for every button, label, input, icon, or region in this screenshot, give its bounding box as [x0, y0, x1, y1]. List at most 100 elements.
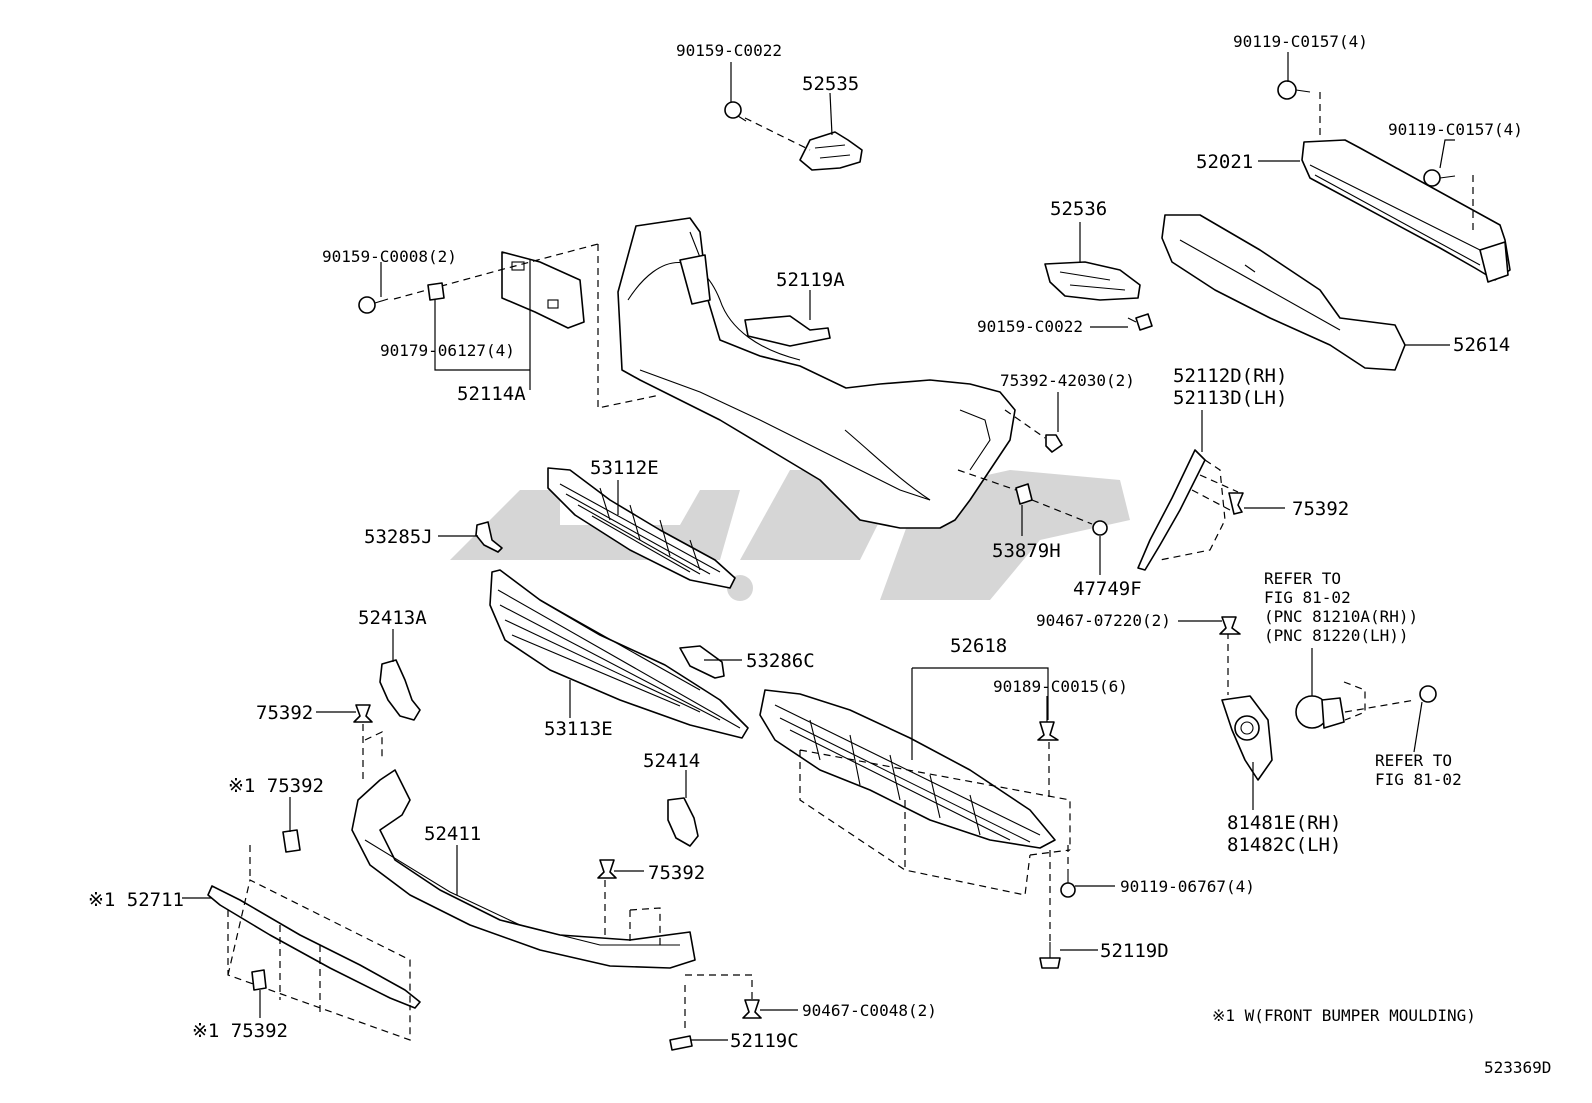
dash-52711 [227, 845, 411, 1041]
cover-53286c [679, 645, 725, 679]
screw-90159-c0022-mid [1127, 313, 1153, 331]
label-90119-06767: 90119-06767(4) [1120, 877, 1255, 896]
reinforcement-52021 [1301, 139, 1511, 283]
clip-90467-07220 [1219, 616, 1241, 635]
bracket-52535 [799, 131, 863, 171]
label-90189-c0015: 90189-C0015(6) [993, 677, 1128, 696]
label-53285j: 53285J [364, 526, 433, 548]
lead-52535 [744, 117, 811, 151]
footnote: ※1 W(FRONT BUMPER MOULDING) [1212, 1006, 1476, 1025]
label-90467-07220: 90467-07220(2) [1036, 611, 1171, 630]
screw-47749f [1092, 520, 1108, 536]
fog-lamp-bezel-81481e [1221, 695, 1273, 781]
label-52114a: 52114A [457, 383, 526, 405]
clip-75392-center [597, 859, 617, 879]
label-52021: 52021 [1196, 151, 1253, 173]
label-90467-c0048: 90467-C0048(2) [802, 1001, 937, 1020]
label-75392-x1-top: ※1 75392 [228, 775, 324, 797]
label-52113d: 52113D(LH) [1173, 387, 1287, 409]
clip-75392-left [353, 704, 373, 723]
label-90159-c0022-top: 90159-C0022 [676, 41, 782, 60]
label-75392-left: 75392 [256, 702, 313, 724]
label-75392-42030: 75392-42030(2) [1000, 371, 1135, 390]
label-90159-c0022-mid: 90159-C0022 [977, 317, 1083, 336]
label-52119c: 52119C [730, 1030, 799, 1052]
diagram-id: 523369D [1484, 1058, 1551, 1077]
refer2-line-1: REFER TO [1375, 751, 1452, 770]
part-labels: 90159-C0022 52535 90119-C0157(4) 90119-C… [88, 32, 1551, 1077]
bracket-52413a [379, 659, 421, 721]
refer-line-3: (PNC 81210A(RH)) [1264, 607, 1418, 626]
grille-53113e [489, 569, 749, 739]
dash-52112d [1159, 459, 1239, 561]
label-75392-right: 75392 [1292, 498, 1349, 520]
moulding-52711 [207, 885, 421, 1009]
retainer-52119c [669, 1035, 693, 1051]
license-bracket-52114a [501, 251, 585, 329]
bolt-90119-c0157-b [1423, 169, 1456, 187]
support-52618 [759, 689, 1056, 849]
label-53113e: 53113E [544, 718, 613, 740]
bumper-cover-52119a [617, 217, 1016, 529]
refer-line-1: REFER TO [1264, 569, 1341, 588]
label-52411: 52411 [424, 823, 481, 845]
dash-52411 [604, 880, 661, 945]
screw-90159-c0022-top [724, 101, 747, 122]
refer-line-4: (PNC 81220(LH)) [1264, 626, 1409, 645]
clip-90189-c0015 [1037, 721, 1059, 741]
label-90119-c0157-b: 90119-C0157(4) [1388, 120, 1523, 139]
bolt-52119d [1039, 942, 1061, 969]
dash-52119c [684, 974, 753, 1030]
label-52614: 52614 [1453, 334, 1510, 356]
label-90119-c0157-a: 90119-C0157(4) [1233, 32, 1368, 51]
label-81481e: 81481E(RH) [1227, 812, 1341, 834]
refer-line-2: FIG 81-02 [1264, 588, 1351, 607]
dash-75392-42030 [1004, 409, 1046, 439]
label-53879h: 53879H [992, 540, 1061, 562]
label-52535: 52535 [802, 73, 859, 95]
bracket-52536 [1044, 261, 1141, 301]
bracket-52414 [667, 797, 699, 847]
label-52413a: 52413A [358, 607, 427, 629]
label-90159-c0008: 90159-C0008(2) [322, 247, 457, 266]
refer2-line-2: FIG 81-02 [1375, 770, 1462, 789]
lower-bumper-52411 [351, 769, 696, 969]
clip-75392-x1-bottom [251, 969, 267, 991]
nut-90179-06127 [427, 282, 445, 301]
grille-53112e [547, 467, 736, 589]
bracket-53285j [475, 521, 503, 553]
fog-lamp-unit [1295, 695, 1345, 729]
clip-75392-42030 [1045, 434, 1063, 453]
clip-75392-right [1228, 492, 1244, 515]
label-90179-06127: 90179-06127(4) [380, 341, 515, 360]
label-52618: 52618 [950, 635, 1007, 657]
label-52536: 52536 [1050, 198, 1107, 220]
bolt-90119-c0157-a [1277, 80, 1311, 100]
dash-frame-52114a [597, 244, 661, 409]
label-75392-center: 75392 [648, 862, 705, 884]
label-53112e: 53112E [590, 457, 659, 479]
clip-75392-x1-top [282, 829, 301, 853]
label-52414: 52414 [643, 750, 700, 772]
dash-fog-lamp [1343, 681, 1416, 721]
dash-47749f [957, 469, 1093, 525]
label-47749f: 47749F [1073, 578, 1142, 600]
side-support-52112d [1137, 449, 1206, 571]
label-81482c: 81482C(LH) [1227, 834, 1341, 856]
bulb-socket [1419, 685, 1437, 703]
label-52112d: 52112D(RH) [1173, 365, 1287, 387]
dash-52021 [1319, 92, 1474, 235]
leader-lines [182, 52, 1455, 1041]
label-52711: ※1 52711 [88, 889, 184, 911]
label-52119d: 52119D [1100, 940, 1169, 962]
absorber-52614 [1161, 214, 1406, 371]
bolt-90119-06767 [1060, 870, 1076, 898]
label-52119a: 52119A [776, 269, 845, 291]
screw-90159-c0008 [358, 296, 389, 314]
label-75392-x1-bottom: ※1 75392 [192, 1020, 288, 1042]
clip-90467-c0048 [742, 999, 762, 1019]
dash-75392-left [362, 724, 383, 780]
label-53286c: 53286C [746, 650, 815, 672]
